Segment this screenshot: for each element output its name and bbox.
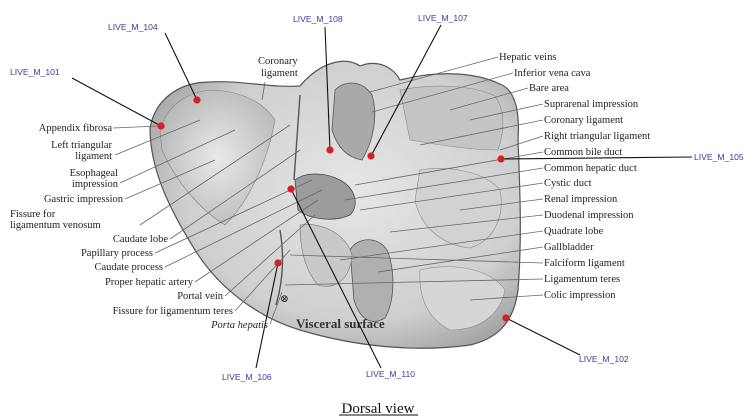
label-suprarenal-impression: Suprarenal impression <box>544 99 639 110</box>
marker-label-105: LIVE_M_105 <box>694 152 744 162</box>
label-bare-area: Bare area <box>529 83 569 94</box>
label-quadrate-lobe: Quadrate lobe <box>544 226 604 237</box>
label-left-triangular-2: ligament <box>75 151 112 162</box>
label-gallbladder: Gallbladder <box>544 242 594 253</box>
anatomy-labels-right: Hepatic veins Inferior vena cava Bare ar… <box>499 52 650 301</box>
label-left-triangular-1: Left triangular <box>51 140 112 151</box>
label-caudate-process: Caudate process <box>94 262 163 273</box>
marker-label-107: LIVE_M_107 <box>418 13 468 23</box>
label-esophageal-2: impression <box>72 179 119 190</box>
marker-dot-108[interactable] <box>326 146 333 153</box>
label-common-bile-duct: Common bile duct <box>544 147 622 158</box>
marker-label-108: LIVE_M_108 <box>293 14 343 24</box>
label-proper-hepatic-artery: Proper hepatic artery <box>105 277 194 288</box>
surface-title: Visceral surface <box>296 316 385 331</box>
label-coronary-1: Coronary <box>258 56 298 67</box>
label-appendix-fibrosa: Appendix fibrosa <box>39 123 113 134</box>
label-inferior-vena-cava: Inferior vena cava <box>514 68 591 79</box>
label-hepatic-veins: Hepatic veins <box>499 52 556 63</box>
marker-dot-110[interactable] <box>287 185 294 192</box>
marker-dot-104[interactable] <box>193 96 200 103</box>
label-portal-vein: Portal vein <box>177 291 224 302</box>
marker-dot-102[interactable] <box>502 314 509 321</box>
marker-label-106: LIVE_M_106 <box>222 372 272 382</box>
label-duodenal-impression: Duodenal impression <box>544 210 634 221</box>
label-colic-impression: Colic impression <box>544 290 616 301</box>
marker-dot-101[interactable] <box>157 122 164 129</box>
anatomy-labels-top: Coronary ligament <box>258 56 298 79</box>
label-renal-impression: Renal impression <box>544 194 618 205</box>
label-papillary-process: Papillary process <box>81 248 153 259</box>
label-gastric-impression: Gastric impression <box>44 194 124 205</box>
label-common-hepatic-duct: Common hepatic duct <box>544 163 637 174</box>
marker-dot-105[interactable] <box>497 155 504 162</box>
label-fissure-lig-venosum-1: Fissure for <box>10 209 56 220</box>
label-falciform-ligament: Falciform ligament <box>544 258 625 269</box>
label-fissure-lig-teres: Fissure for ligamentum teres <box>113 306 233 317</box>
label-porta-hepatis: Porta hepatis <box>210 320 268 331</box>
small-symbol: ⊗ <box>280 294 289 305</box>
label-coronary-2: ligament <box>261 68 298 79</box>
label-caudate-lobe: Caudate lobe <box>113 234 168 245</box>
label-fissure-lig-venosum-2: ligamentum venosum <box>10 220 101 231</box>
label-right-triangular-ligament: Right triangular ligament <box>544 131 650 142</box>
marker-dot-107[interactable] <box>367 152 374 159</box>
marker-label-110: LIVE_M_110 <box>366 369 415 379</box>
marker-label-102: LIVE_M_102 <box>579 354 629 364</box>
bare-area <box>400 86 503 150</box>
marker-label-104: LIVE_M_104 <box>108 22 158 32</box>
label-esophageal-1: Esophageal <box>70 168 118 179</box>
label-coronary-ligament: Coronary ligament <box>544 115 623 126</box>
marker-label-101: LIVE_M_101 <box>10 67 60 77</box>
label-ligamentum-teres: Ligamentum teres <box>544 274 620 285</box>
label-cystic-duct: Cystic duct <box>544 178 592 189</box>
marker-dot-106[interactable] <box>274 259 281 266</box>
